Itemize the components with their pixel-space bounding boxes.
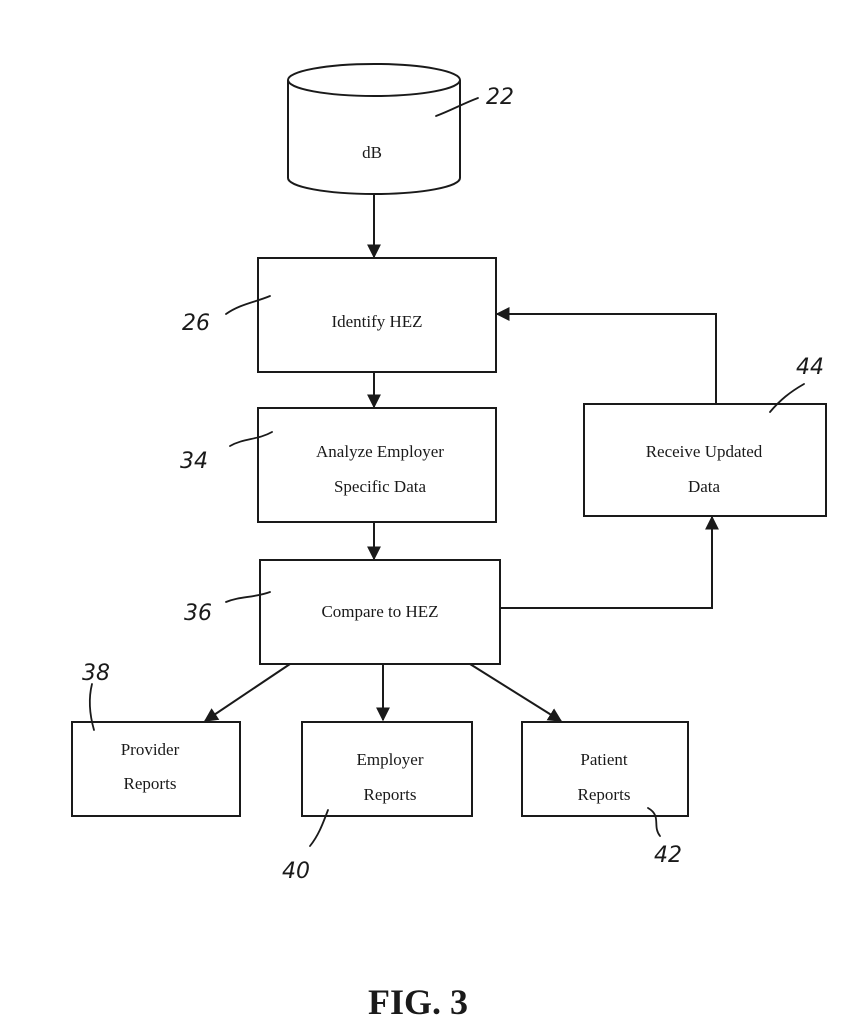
- ref-numeral-38: 38: [82, 661, 110, 686]
- arrow-compare-to-provider: [205, 664, 290, 721]
- analyze-employer-box: Analyze Employer Specific Data: [258, 408, 496, 522]
- arrow-receive-to-identify: [497, 314, 716, 404]
- figure-caption: FIG. 3: [368, 982, 468, 1022]
- identify-hez-box: Identify HEZ: [258, 258, 496, 372]
- ref-numeral-44: 44: [796, 355, 824, 380]
- employer-reports-box: Employer Reports: [302, 722, 472, 816]
- receive-updated-label-line1: Receive Updated: [646, 442, 763, 461]
- employer-reports-label-line1: Employer: [356, 750, 423, 769]
- arrow-compare-to-receive: [500, 517, 712, 608]
- analyze-employer-label-line1: Analyze Employer: [316, 442, 444, 461]
- ref-numeral-26: 26: [182, 311, 210, 336]
- provider-reports-label-line2: Reports: [124, 774, 177, 793]
- arrow-compare-to-patient: [470, 664, 561, 721]
- patient-reports-label-line1: Patient: [580, 750, 627, 769]
- patient-reports-label-line2: Reports: [578, 785, 631, 804]
- provider-reports-box: Provider Reports: [72, 722, 240, 816]
- receive-updated-data-box: Receive Updated Data: [584, 404, 826, 516]
- identify-hez-label: Identify HEZ: [331, 312, 422, 331]
- ref-numeral-22: 22: [486, 85, 514, 110]
- database-label: dB: [362, 143, 382, 162]
- compare-hez-label: Compare to HEZ: [321, 602, 438, 621]
- ref-numeral-40: 40: [282, 859, 310, 884]
- ref-numeral-36: 36: [184, 601, 212, 626]
- compare-hez-box: Compare to HEZ: [260, 560, 500, 664]
- database-cylinder: dB: [288, 64, 460, 194]
- provider-reports-label-line1: Provider: [121, 740, 180, 759]
- receive-updated-label-line2: Data: [688, 477, 721, 496]
- analyze-employer-label-line2: Specific Data: [334, 477, 426, 496]
- patient-reports-box: Patient Reports: [522, 722, 688, 816]
- employer-reports-label-line2: Reports: [364, 785, 417, 804]
- ref-numeral-34: 34: [180, 449, 208, 474]
- ref-numeral-42: 42: [654, 843, 682, 868]
